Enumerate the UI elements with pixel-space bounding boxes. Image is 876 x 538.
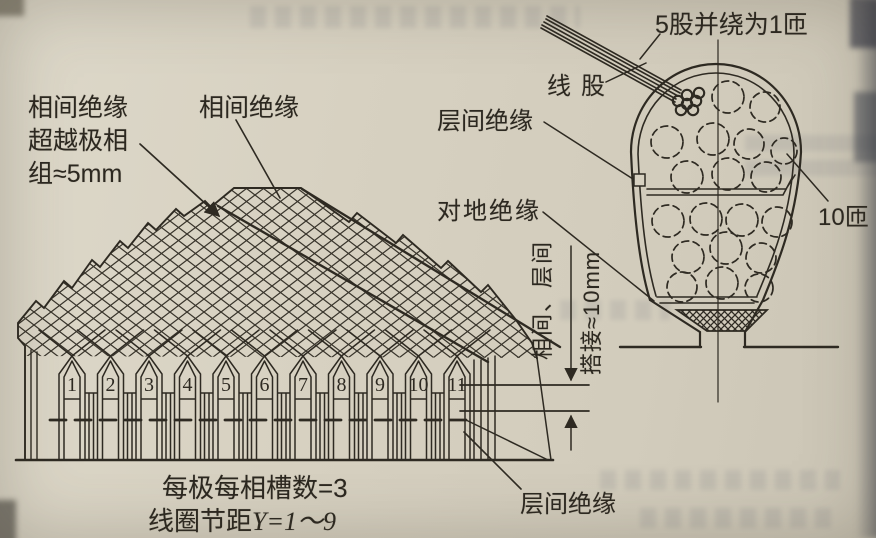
strand-bundle: [540, 15, 682, 103]
phase-insulation-sheet: [300, 187, 562, 349]
slot-number: 3: [144, 374, 154, 396]
overhang-note-label: 相间绝缘 超越极相 组≈5mm: [28, 92, 128, 191]
wire-strand-leader: [605, 62, 647, 83]
turns-label-leader: [786, 153, 829, 202]
right-coil-sides: [465, 355, 552, 461]
overlap-dimension-text-a: 相间、层间: [530, 239, 555, 361]
phase-insulation-label: 相间绝缘: [199, 94, 300, 122]
turns-count-label: 10匝: [818, 204, 869, 231]
overhang-note-leader: [139, 143, 221, 218]
overhang-note-line: 组≈5mm: [28, 160, 123, 188]
interlayer-insulation-line: [646, 174, 796, 196]
ground-insulation-leader: [542, 211, 655, 302]
slot-numbers: 1 2 3 4 5 6 7 8 9 10 11: [67, 374, 467, 396]
turn-circles: [650, 80, 798, 303]
outer-coil-strip: [30, 349, 38, 461]
end-winding-outline: [17, 187, 538, 461]
strands-per-turn-label: 5股并绕为1匝: [655, 11, 808, 39]
insulation-extension-lines: [459, 384, 590, 412]
slot-lines: [38, 329, 491, 461]
phase-insulation-leader: [235, 119, 281, 199]
slot-number: 10: [409, 374, 429, 396]
interlayer-insulation-leader: [463, 431, 522, 490]
slot-number: 1: [67, 374, 77, 396]
slot-number: 2: [106, 374, 116, 396]
coil-pitch-label: 线圈节距Y=1～9: [148, 501, 336, 538]
coil-pitch-formula: Y=1～9: [252, 507, 337, 536]
slot-number: 9: [375, 374, 385, 396]
strand-cluster: [671, 86, 706, 117]
coil-pitch-prefix: 线圈节距: [148, 506, 253, 536]
stator-winding-end-view: 1 2 3 4 5 6 7 8 9 10 11: [14, 119, 562, 490]
interlayer-insulation-bottom-label: 层间绝缘: [520, 491, 616, 518]
slot-number: 11: [447, 374, 466, 396]
interlayer-notch: [633, 173, 646, 187]
overhang-note-line: 超越极相: [28, 127, 129, 155]
ground-insulation-label: 对地绝缘: [437, 198, 541, 225]
slot-wedge: [674, 309, 770, 332]
slots-per-pole-phase-label: 每极每相槽数=3: [162, 473, 348, 503]
overlap-dimension-text-b: 搭接≈10mm: [579, 250, 604, 376]
interlayer-insulation-right-label: 层间绝缘: [437, 108, 533, 135]
wire-strand-label: 线股: [547, 73, 615, 100]
slot-cross-section: [540, 15, 840, 403]
slot-number: 6: [260, 374, 270, 396]
overhang-note-line: 相间绝缘: [28, 94, 129, 122]
slot-number: 5: [221, 374, 231, 396]
interlayer-leader: [543, 121, 634, 180]
strands-label-leader: [639, 33, 661, 60]
coil-closure-line: [656, 296, 758, 304]
slot-number: 7: [298, 374, 308, 396]
slot-number: 4: [183, 374, 193, 396]
overlap-dimension: [459, 245, 590, 451]
slot-number: 8: [337, 374, 347, 396]
